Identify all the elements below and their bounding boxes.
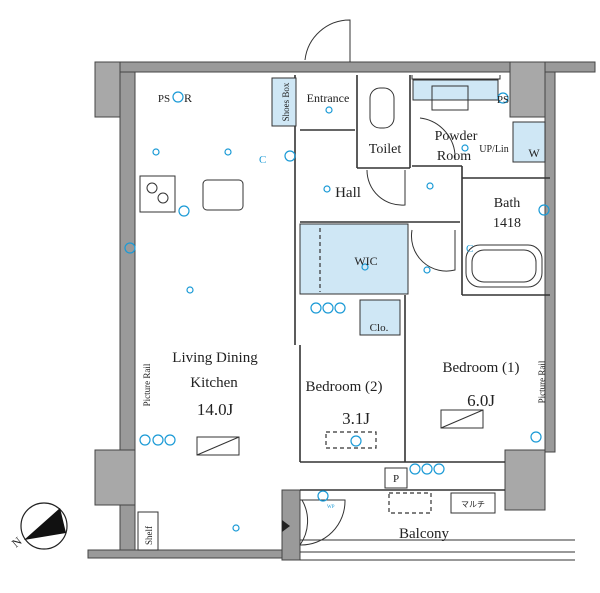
picture-rail-right: Picture Rail: [537, 360, 547, 403]
bedroom2-size: 3.1J: [342, 409, 370, 428]
wic-label: WIC: [354, 254, 377, 268]
washer-label: W: [528, 146, 540, 160]
hall-label: Hall: [335, 185, 361, 201]
powder-label-1: Powder: [435, 129, 478, 144]
floor-hatch: [196, 436, 240, 456]
entry-arrow-icon: [282, 520, 290, 532]
multi-label: マルチ: [461, 500, 485, 509]
ps-left-label: PS: [158, 93, 170, 105]
vanity: [412, 79, 499, 101]
wic-area: [299, 223, 409, 295]
refrigerator-label: R: [184, 91, 192, 105]
kitchen-sink: [202, 179, 244, 211]
picture-rail-left: Picture Rail: [142, 363, 152, 406]
shoes-box: [271, 77, 297, 127]
symbol-c-left: C: [259, 154, 266, 166]
room-labels: Living Dining Kitchen 14.0J Bedroom (2) …: [142, 82, 547, 545]
bedroom1-size: 6.0J: [467, 391, 495, 410]
powder-label-2: Room: [437, 149, 471, 164]
closet-label: Clo.: [370, 322, 389, 334]
bathtub: [465, 244, 543, 288]
ps-right-label: PS: [497, 94, 509, 106]
doors: [299, 19, 456, 546]
entrance-label: Entrance: [307, 91, 350, 105]
bath-label: Bath: [494, 196, 520, 211]
ldk-size: 14.0J: [197, 400, 234, 419]
bedroom2-label: Bedroom (2): [305, 379, 382, 395]
shelf-label: Shelf: [144, 526, 154, 545]
multi-unit: [450, 492, 496, 514]
partitions: [294, 75, 550, 491]
ldk-label-1: Living Dining: [172, 350, 258, 366]
closet-area: [359, 299, 401, 336]
up-lin-label: UP/Lin: [479, 144, 508, 155]
balcony-label: Balcony: [399, 526, 449, 542]
north-label: N: [9, 534, 25, 551]
walls: [87, 61, 596, 561]
bath-size: 1418: [493, 216, 521, 231]
shoes-box-label: Shoes Box: [281, 82, 291, 121]
ldk-label-2: Kitchen: [190, 375, 238, 391]
pipe-label: P: [393, 473, 399, 485]
pipe-space: [384, 467, 408, 489]
toilet-fixture: [369, 87, 395, 129]
electrical-symbols: [124, 91, 550, 532]
symbol-c-bath: C: [466, 243, 473, 255]
stove: [139, 175, 176, 213]
shelf: [137, 511, 159, 551]
bedroom1-label: Bedroom (1): [442, 360, 519, 376]
symbol-wp: WP: [327, 505, 335, 510]
compass-icon: N: [9, 502, 68, 551]
toilet-label: Toilet: [369, 142, 402, 157]
washer-space: [512, 121, 546, 163]
